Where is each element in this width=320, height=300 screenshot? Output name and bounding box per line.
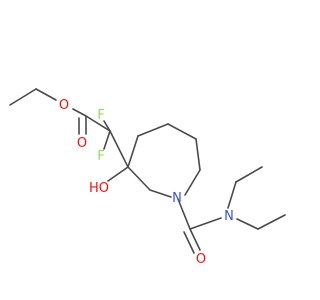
structure-diagram: O O F F HO N N O (9, 88, 286, 267)
bond-ch2-oester (35, 88, 57, 101)
bond-ch2-ch3-b (257, 214, 286, 230)
bond-nring-camide (177, 198, 191, 230)
atom-carbonyl-oxygen: O (77, 136, 87, 151)
bond-ccarbonyl-cf2 (85, 115, 111, 132)
bond-ch3-ch2 (9, 88, 37, 106)
atom-fluorine-upper: F (97, 108, 104, 123)
atom-amide-nitrogen: N (224, 209, 234, 224)
ring-bond-4 (195, 138, 201, 171)
bond-camide-namide (189, 217, 222, 230)
molecule-canvas: O O F F HO N N O (9, 88, 286, 267)
ring-bond-6 (149, 189, 172, 198)
atom-ester-oxygen: O (59, 98, 69, 113)
bond-cf2-f-lower (103, 130, 111, 150)
bond-cf2-f-upper (103, 120, 111, 132)
ring-bond-5 (184, 169, 201, 196)
bonds (9, 88, 286, 254)
bond-oester-ccarbonyl (72, 108, 87, 117)
bond-cf2-cq (109, 130, 129, 168)
ring-bond-3 (167, 123, 197, 140)
bond-amide-co-double-2 (183, 231, 195, 254)
bond-ch2-ch3-a (235, 166, 263, 183)
atom-amide-oxygen: O (196, 252, 206, 267)
bond-namide-ch2-a (227, 181, 237, 209)
bond-namide-ch2-b (236, 218, 259, 230)
ring-bond-1 (127, 135, 139, 168)
ring-bond-7 (127, 166, 151, 191)
atom-ring-nitrogen: N (172, 191, 182, 206)
bond-amide-co-double-1 (189, 228, 201, 251)
atom-fluorine-lower: F (97, 149, 104, 164)
atom-labels: O O F F HO N N O (59, 98, 234, 267)
ring-bond-2 (137, 123, 169, 137)
bond-cq-oh (107, 166, 129, 182)
atom-hydroxyl: HO (89, 181, 109, 196)
